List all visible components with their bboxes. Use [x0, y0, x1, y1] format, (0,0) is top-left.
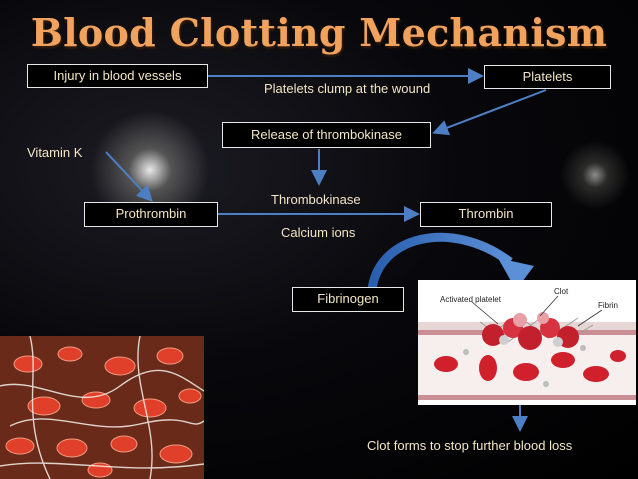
arrow-vitamin-k-to-prothrombin	[105, 151, 153, 202]
label-calcium-ions: Calcium ions	[281, 225, 356, 240]
page-title: Blood Clotting Mechanism	[30, 10, 608, 55]
blood-clot-photo	[0, 336, 204, 479]
label-clot-result: Clot forms to stop further blood loss	[367, 438, 573, 453]
node-injury: Injury in blood vessels	[27, 64, 208, 88]
red-blood-cells	[434, 345, 626, 387]
label-thrombokinase: Thrombokinase	[271, 192, 361, 207]
label-vitamin-k: Vitamin K	[27, 145, 83, 160]
clot-illustration-drawing: Activated platelet Clot Fibrin	[418, 287, 636, 400]
clot-label-fibrin: Fibrin	[598, 301, 618, 310]
node-prothrombin: Prothrombin	[84, 202, 218, 227]
label-platelets-clump: Platelets clump at the wound	[264, 81, 431, 96]
background-sparkle	[560, 140, 630, 210]
arrow-platelets-to-release	[432, 89, 547, 136]
arrow-fibrinogen-to-clot-head	[498, 258, 534, 290]
clot-cluster	[482, 312, 579, 350]
node-fibrinogen: Fibrinogen	[292, 287, 404, 312]
node-release-thrombokinase: Release of thrombokinase	[222, 122, 431, 148]
arrow-fibrinogen-to-clot	[367, 232, 513, 291]
node-thrombin: Thrombin	[420, 202, 552, 227]
clot-illustration: Activated platelet Clot Fibrin	[418, 280, 636, 405]
blood-clot-photo-drawing	[0, 336, 204, 479]
clot-label-clot: Clot	[554, 287, 569, 296]
clot-label-activated-platelet: Activated platelet	[440, 295, 502, 304]
node-platelets: Platelets	[484, 65, 611, 89]
